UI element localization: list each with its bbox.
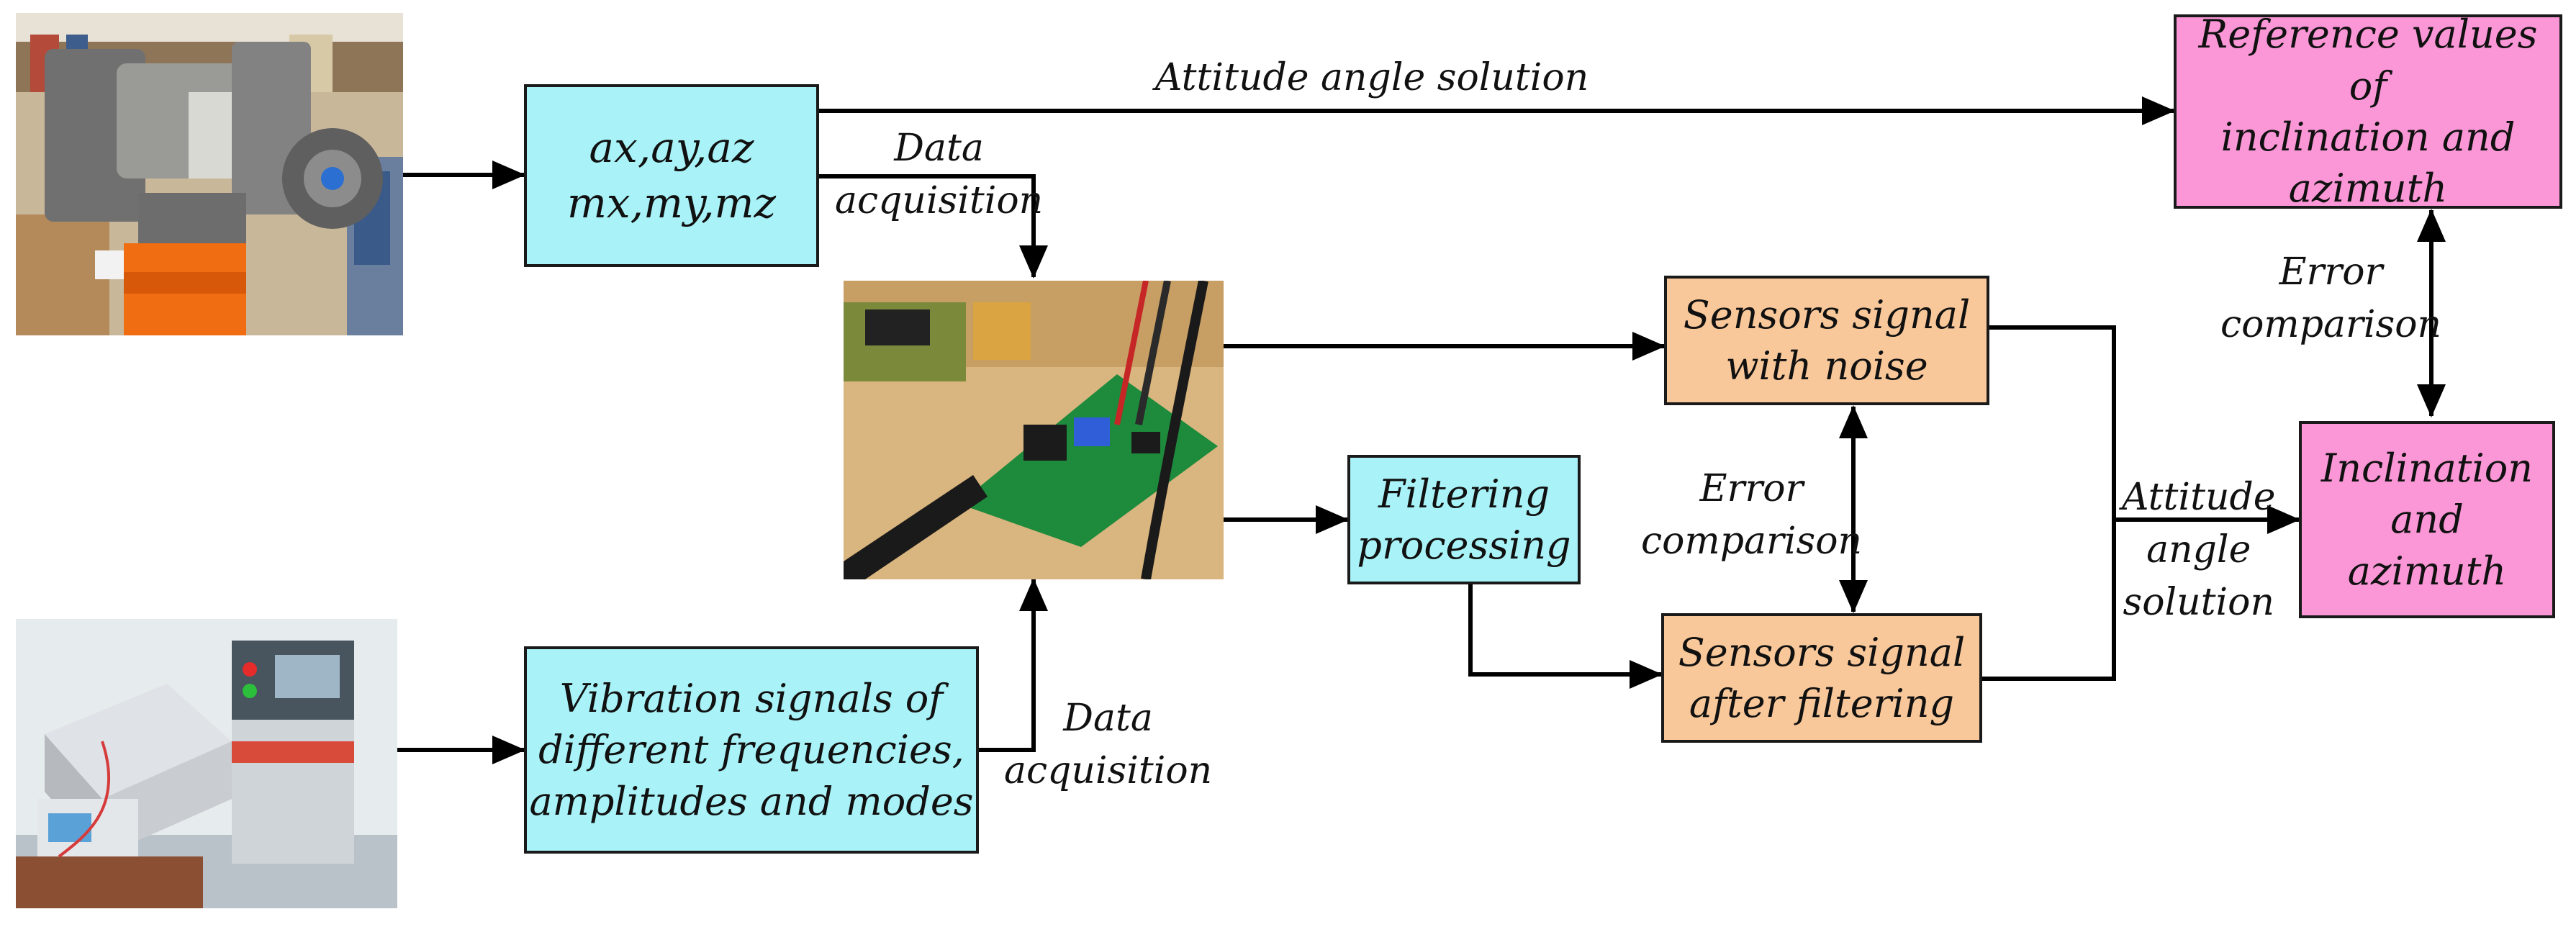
label-attitude-angle-solution-right: Attitude angle solution bbox=[2122, 471, 2276, 628]
label-error-comparison-mid: Error comparison bbox=[1641, 463, 1862, 568]
sensor-board-photo bbox=[844, 281, 1224, 579]
sensor-outputs-box: ax,ay,az mx,my,mz bbox=[524, 84, 819, 267]
label-attitude-angle-solution-top: Attitude angle solution bbox=[1155, 56, 1589, 99]
arrow-data-acquisition-top bbox=[816, 174, 1048, 279]
magnetometer-components: mx,my,mz bbox=[566, 178, 777, 227]
label-error-comparison-right: Error comparison bbox=[2220, 246, 2441, 351]
arrow-filtering-to-filtered bbox=[1468, 583, 1663, 689]
vibration-line-1: Vibration signals of bbox=[559, 676, 944, 722]
arrow-data-acquisition-bottom bbox=[977, 578, 1048, 752]
attitude-right-line-1: Attitude bbox=[2122, 476, 2276, 519]
vibration-table-photo bbox=[16, 619, 397, 908]
filtered-signal-box: Sensors signal after filtering bbox=[1661, 613, 1982, 743]
label-data-acquisition-bottom: Data acquisition bbox=[1004, 692, 1212, 797]
inclination-azimuth-box: Inclination and azimuth bbox=[2299, 421, 2555, 618]
error-mid-line-1: Error bbox=[1699, 467, 1804, 510]
vibration-signals-box: Vibration signals of different frequenci… bbox=[524, 646, 979, 854]
error-mid-line-2: comparison bbox=[1641, 519, 1862, 563]
vibration-line-2: different frequencies, bbox=[538, 727, 964, 773]
line-noise-to-bracket bbox=[1981, 325, 2116, 681]
attitude-right-line-3: solution bbox=[2123, 580, 2274, 624]
reference-values-box: Reference values of inclination and azim… bbox=[2174, 12, 2562, 211]
inclination-line-1: Inclination bbox=[2320, 446, 2534, 492]
filtering-processing-box: Filtering processing bbox=[1347, 455, 1581, 584]
noise-signal-box: Sensors signal with noise bbox=[1664, 276, 1989, 405]
noise-line-1: Sensors signal bbox=[1683, 291, 1971, 338]
attitude-right-line-2: angle bbox=[2146, 528, 2251, 571]
error-right-line-1: Error bbox=[2279, 250, 2383, 294]
noise-line-2: with noise bbox=[1725, 343, 1928, 389]
filtering-line-1: Filtering bbox=[1378, 471, 1550, 517]
filtered-line-2: after filtering bbox=[1689, 681, 1955, 726]
inclination-line-2: and bbox=[2390, 497, 2464, 543]
vibration-line-3: amplitudes and modes bbox=[529, 778, 974, 824]
reference-line-2: inclination and bbox=[2220, 114, 2516, 160]
inclination-line-3: azimuth bbox=[2347, 548, 2507, 594]
label-data-acquisition-top: Data acquisition bbox=[835, 122, 1043, 227]
data-acq-bottom-line-2: acquisition bbox=[1004, 749, 1213, 792]
filtered-line-1: Sensors signal bbox=[1678, 629, 1966, 675]
reference-line-1: Reference values of bbox=[2198, 12, 2538, 109]
filtering-line-2: processing bbox=[1357, 523, 1571, 568]
reference-line-3: azimuth bbox=[2288, 166, 2448, 212]
turntable-photo bbox=[16, 13, 403, 335]
data-acq-top-line-2: acquisition bbox=[835, 178, 1044, 222]
error-right-line-2: comparison bbox=[2220, 302, 2441, 346]
data-acq-bottom-line-1: Data bbox=[1063, 697, 1153, 740]
accelerometer-components: ax,ay,az bbox=[589, 123, 754, 173]
data-acq-top-line-1: Data bbox=[894, 127, 984, 170]
